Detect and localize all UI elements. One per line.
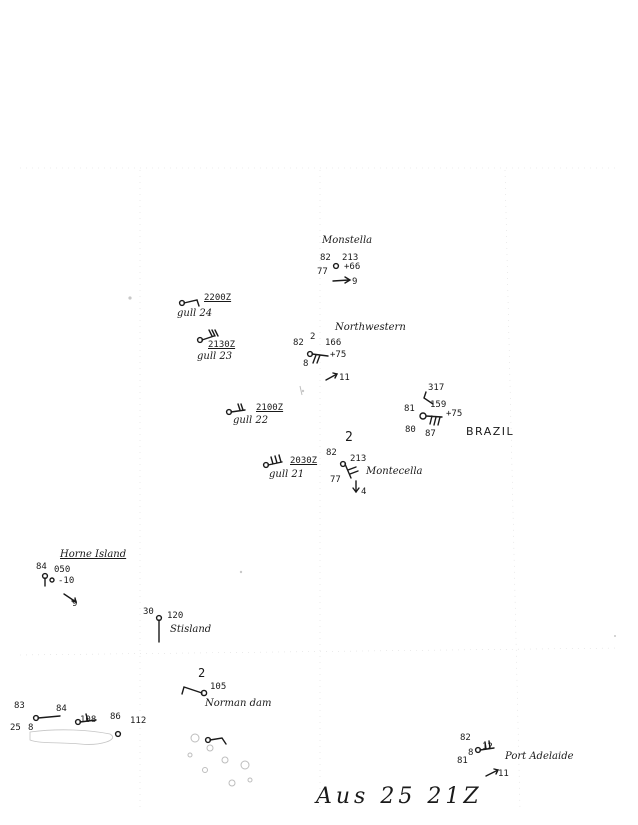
station-dew: 77: [330, 475, 341, 485]
station-misc: 11: [339, 373, 350, 383]
station-tendency: 8: [468, 748, 474, 758]
station-misc: 4: [361, 487, 367, 497]
map-date-label: Aus 25 21Z: [316, 784, 483, 809]
cluster-value: 112: [130, 716, 147, 726]
station-misc: 9: [72, 599, 78, 609]
station-misc: 11: [498, 769, 509, 779]
station-label: gull 22: [233, 415, 269, 426]
station-tendency: -10: [58, 576, 75, 586]
station-label: Norman dam: [205, 698, 272, 709]
station-misc: 9: [352, 277, 358, 287]
station-temp: 84: [36, 562, 47, 572]
station-label: gull 24: [177, 308, 213, 319]
station-label: Stisland: [170, 624, 212, 635]
station-pressure: 213: [350, 454, 367, 464]
cluster-value: 8: [28, 723, 34, 733]
station-tendency: +75: [446, 409, 463, 419]
cluster-value: 84: [56, 704, 67, 714]
station-label: Port Adelaide: [505, 751, 574, 762]
report-time: 2200Z: [204, 293, 232, 303]
cluster-value: 83: [14, 701, 25, 711]
station-temp: 82: [326, 448, 337, 458]
station-label: Northwestern: [335, 322, 406, 333]
station-cloud: 2: [198, 666, 206, 680]
station-pressure: 213: [342, 253, 359, 263]
cluster-value: 25: [10, 723, 21, 733]
station-pressure: 120: [167, 611, 184, 621]
station-temp: 82: [460, 733, 471, 743]
station-upper: 317: [428, 383, 445, 393]
cluster-value: 86: [110, 712, 121, 722]
station-dew: 81: [457, 756, 468, 766]
station-label: Horne Island: [60, 549, 127, 560]
station-pressure: 105: [210, 682, 227, 692]
station-dew: 80: [405, 425, 416, 435]
station-label: BRAZIL: [466, 425, 515, 438]
cluster-value: 108: [80, 715, 97, 725]
station-temp: 82: [320, 253, 331, 263]
station-pressure: 159: [430, 400, 447, 410]
station-label: gull 23: [197, 351, 233, 362]
wind-arrow: [332, 279, 350, 282]
station-tendency: +75: [330, 350, 347, 360]
station-label: Montecella: [366, 466, 423, 477]
station-cloud: 2: [310, 332, 316, 342]
station-temp: 30: [143, 607, 154, 617]
station-monstella-circle: [332, 262, 340, 270]
report-time: 2030Z: [290, 456, 318, 466]
station-misc: 87: [425, 429, 436, 439]
station-pressure: 166: [325, 338, 342, 348]
station-dew: 77: [317, 267, 328, 277]
report-time: 2130Z: [208, 340, 236, 350]
station-cloud: 2: [345, 430, 353, 445]
station-label: Monstella: [322, 235, 373, 246]
station-temp: 82: [293, 338, 304, 348]
station-pressure: 12: [482, 742, 493, 752]
station-label: gull 21: [269, 469, 305, 480]
station-dew: 8: [303, 359, 309, 369]
station-temp: 81: [404, 404, 415, 414]
station-tendency: +66: [344, 262, 361, 272]
report-time: 2100Z: [256, 403, 284, 413]
station-pressure: 050: [54, 565, 71, 575]
